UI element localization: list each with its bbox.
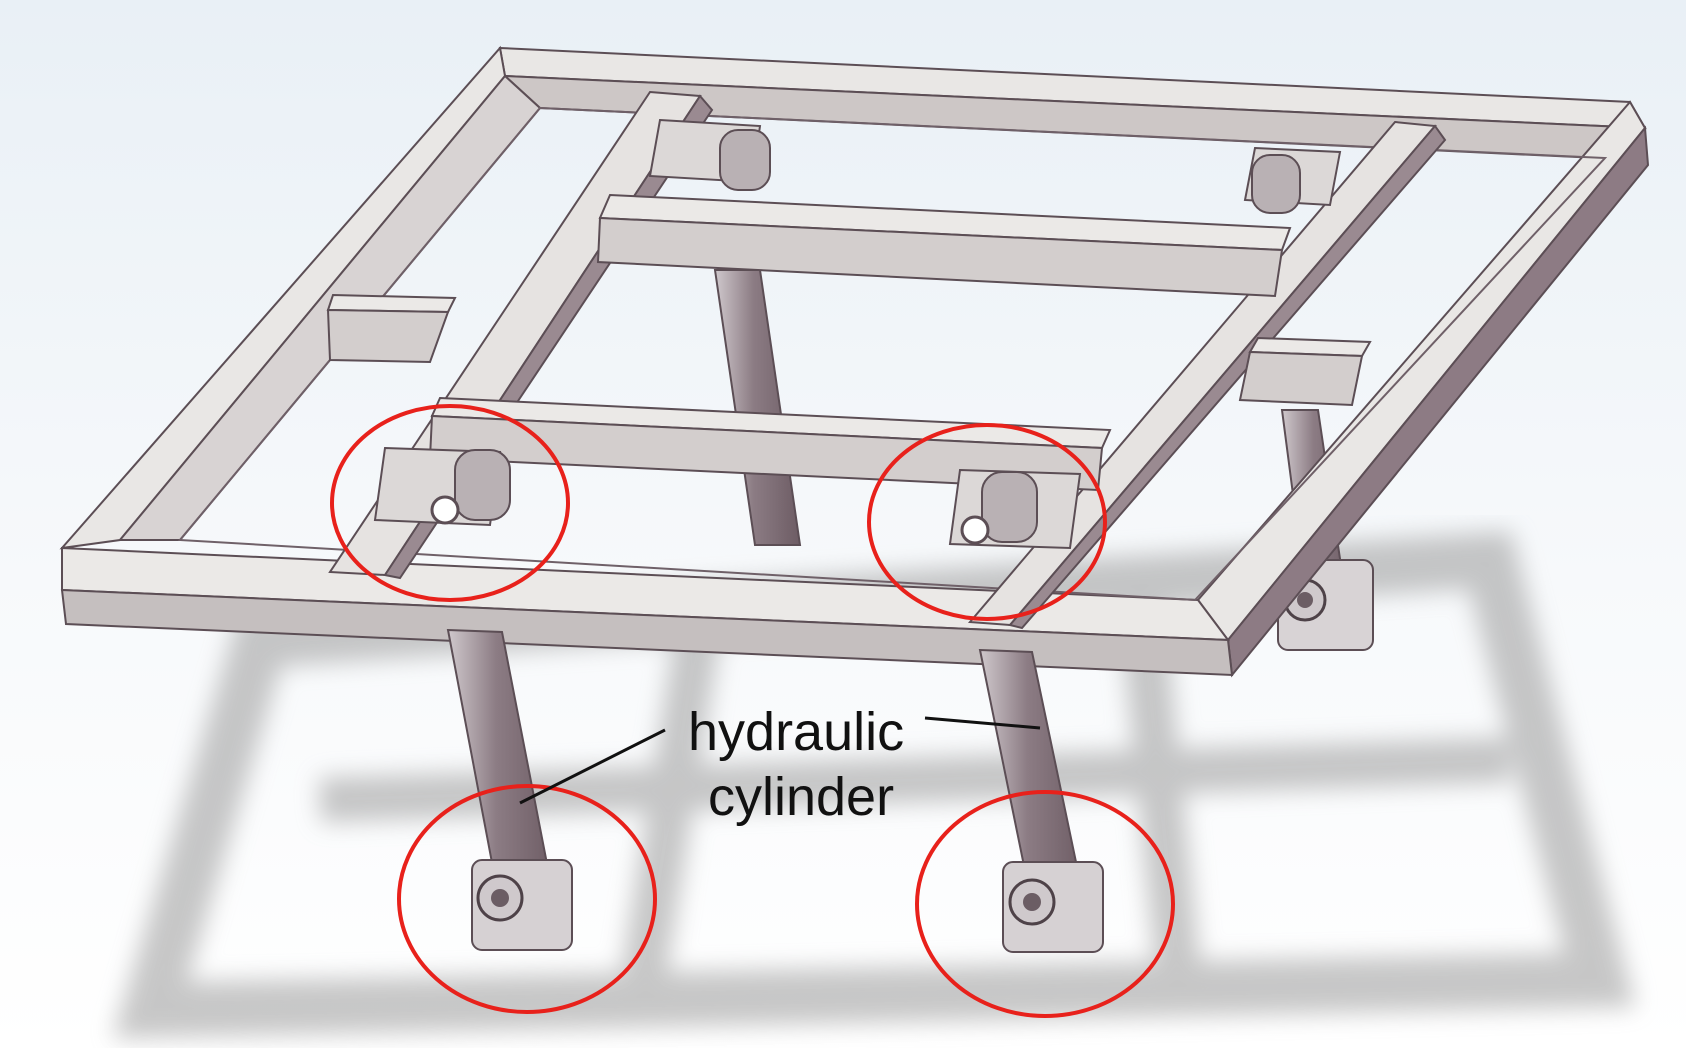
- callout-label-line2: cylinder: [708, 767, 894, 827]
- leader-line-left: [519, 728, 666, 805]
- highlight-circle-bottom-right: [915, 790, 1175, 1018]
- hinge-back-right: [1243, 146, 1342, 214]
- top-hinge-mounts: [373, 118, 1342, 550]
- front-left-foot-mount: [471, 859, 573, 951]
- callout-label-line1: hydraulic: [688, 702, 904, 762]
- callout-label: hydraulic cylinder: [688, 702, 904, 827]
- highlight-circle-bottom-left: [397, 784, 657, 1014]
- callout-leaders: [519, 716, 1041, 805]
- front-cylinders: [446, 628, 1104, 953]
- front-right-cylinder: [978, 648, 1104, 953]
- highlight-circles: [330, 404, 1175, 1018]
- front-right-foot-mount: [1002, 861, 1104, 953]
- highlight-circle-top-left: [330, 404, 570, 602]
- leader-line-right: [924, 716, 1041, 730]
- front-left-cylinder: [446, 628, 573, 951]
- highlight-circle-top-right: [867, 423, 1107, 621]
- hinge-front-right: [948, 468, 1082, 550]
- hinge-back-left: [648, 118, 771, 191]
- hinge-front-left: [373, 446, 511, 527]
